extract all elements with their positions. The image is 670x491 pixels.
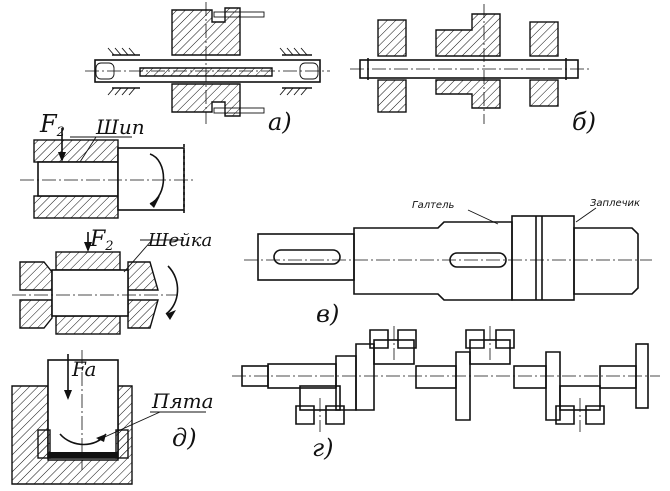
force-f2-top: F2	[39, 110, 65, 140]
label-g: г)	[312, 434, 334, 462]
force-fa: Fa	[71, 357, 96, 381]
figure-v-shaft	[244, 207, 652, 301]
figure-sheika	[12, 232, 184, 335]
label-sheika: Шейка	[147, 230, 212, 251]
label-d: д)	[172, 424, 197, 452]
figure-ship	[20, 128, 196, 219]
label-v: в)	[316, 300, 339, 328]
label-zaplechik: Заплечик	[590, 198, 640, 209]
force-f2-mid: F2	[89, 227, 114, 254]
label-pyata: Пята	[151, 389, 214, 413]
support-left-top	[107, 47, 140, 96]
label-ship: Шип	[95, 115, 145, 139]
figure-a-axle	[85, 2, 330, 124]
label-b: б)	[572, 108, 596, 136]
figure-b-axle	[350, 4, 590, 124]
label-galtel: Галтель	[412, 200, 454, 211]
figure-d-pyata	[11, 350, 206, 485]
figure-g-crankshaft	[232, 326, 660, 432]
support-right	[279, 47, 312, 96]
label-a: а)	[268, 108, 292, 136]
